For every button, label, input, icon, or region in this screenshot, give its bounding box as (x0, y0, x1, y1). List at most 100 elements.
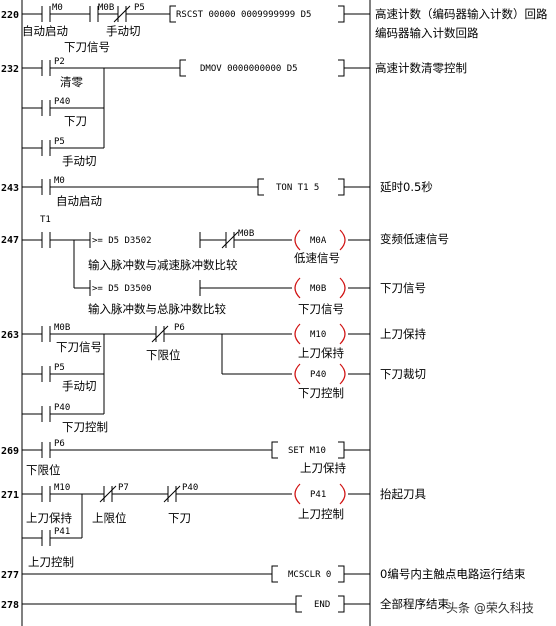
rung-271: 271 M10 上刀保持 P41 上刀控制 P7 上限位 P40 下刀 (1, 483, 426, 569)
wire (338, 5, 345, 23)
wire (271, 565, 278, 583)
output-coil[interactable] (294, 483, 346, 505)
diagram-label: >= D5 D3500 (92, 284, 152, 294)
contact-no[interactable] (41, 100, 51, 116)
wire (338, 59, 345, 77)
rung-263: 263 M0B 下刀信号 P5 手动切 P40 下刀控制 P6 下限位 (1, 323, 426, 434)
output-coil[interactable] (294, 229, 346, 251)
diagram-label: 自动启动 (56, 194, 102, 208)
wire (295, 595, 302, 613)
rung-247: 247 T1 >= D5 D3502 输入脉冲数与减速脉冲数比较 M0B M0A… (1, 215, 449, 316)
diagram-label: M0A (310, 236, 327, 246)
rung-232: 232 P2 清零 P40 下刀 P5 手动切 DMOV 0000000000 … (1, 57, 467, 168)
diagram-label: 下刀 (168, 511, 191, 525)
diagram-label: 269 (1, 446, 19, 457)
contact-no[interactable] (41, 179, 51, 195)
diagram-label: P5 (54, 137, 65, 147)
diagram-label: 下刀信号 (380, 281, 426, 295)
rung-comment: 编码器输入计数回路 (375, 26, 479, 40)
diagram-label: 271 (1, 490, 19, 501)
output-coil[interactable] (294, 323, 346, 345)
diagram-label: 高速计数清零控制 (375, 61, 467, 75)
diagram-label: 下刀信号 (298, 302, 344, 316)
diagram-label: 上刀保持 (26, 511, 72, 525)
contact-no[interactable] (41, 140, 51, 156)
diagram-label: 上刀保持 (380, 327, 426, 341)
rung-278: 278 END 全部程序结束 (1, 595, 449, 613)
diagram-label: 277 (1, 570, 19, 581)
contact-no[interactable] (41, 406, 51, 422)
rung-220: 220 M0 M0B P5 RSCST 00000 0009999999 D5 … (1, 3, 548, 54)
diagram-label: 247 (1, 235, 19, 246)
diagram-label: M0B (310, 284, 326, 294)
diagram-label: 清零 (60, 75, 83, 89)
contact-no[interactable] (41, 366, 51, 382)
diagram-label: 243 (1, 183, 19, 194)
wire (338, 565, 345, 583)
wire (257, 178, 264, 196)
diagram-label: P5 (134, 3, 145, 13)
wire (338, 595, 345, 613)
contact-no[interactable] (41, 530, 51, 546)
diagram-label: 输入脉冲数与减速脉冲数比较 (88, 258, 238, 272)
diagram-label: SET M10 (288, 446, 326, 456)
diagram-label: RSCST 00000 0009999999 D5 (176, 10, 311, 20)
diagram-label: 全部程序结束 (380, 597, 449, 611)
diagram-label: P40 (182, 483, 198, 493)
diagram-label: 上限位 (92, 511, 127, 525)
diagram-label: 下刀信号 (56, 340, 102, 354)
rung-269: 269 P6 下限位 SET M10 上刀保持 (1, 439, 370, 477)
diagram-label: END (314, 600, 330, 610)
contact-no[interactable] (41, 60, 51, 76)
diagram-label: P5 (54, 363, 65, 373)
diagram-label: 下刀控制 (62, 420, 108, 434)
output-coil[interactable] (294, 363, 346, 385)
diagram-label: MCSCLR 0 (288, 570, 331, 580)
diagram-label: 手动切 (106, 24, 141, 38)
diagram-label: 263 (1, 330, 19, 341)
rung-277: 277 MCSCLR 0 0编号内主触点电路运行结束 (1, 565, 526, 583)
diagram-label: 手动切 (62, 154, 97, 168)
step-number: 220 (1, 10, 19, 21)
contact-no[interactable] (41, 486, 51, 502)
contact-no[interactable] (41, 232, 51, 248)
diagram-label: T1 (40, 215, 51, 225)
diagram-label: P2 (54, 57, 65, 67)
diagram-label: 232 (1, 64, 19, 75)
diagram-label: P6 (174, 323, 185, 333)
diagram-label: M0B (98, 3, 114, 13)
diagram-label: 上刀保持 (298, 346, 344, 360)
diagram-label: P7 (118, 483, 129, 493)
contact-no[interactable] (41, 442, 51, 458)
diagram-label: P6 (54, 439, 65, 449)
diagram-label: 278 (1, 600, 19, 611)
diagram-label: 自动启动 (22, 24, 68, 38)
diagram-label: 下限位 (26, 463, 61, 477)
diagram-label: M0 (52, 3, 63, 13)
contact-no[interactable] (41, 326, 51, 342)
contact-no[interactable] (89, 6, 99, 22)
wire (271, 441, 278, 459)
wire (338, 441, 345, 459)
diagram-label: 延时0.5秒 (380, 180, 433, 194)
watermark: 头条 @荣久科技 (446, 601, 534, 615)
diagram-label: M0 (54, 176, 65, 186)
diagram-label: 抬起刀具 (380, 487, 426, 501)
diagram-label: TON T1 5 (276, 183, 319, 193)
output-coil[interactable] (294, 277, 346, 299)
diagram-label: P41 (310, 490, 326, 500)
diagram-label: 下限位 (146, 348, 181, 362)
diagram-label: P41 (54, 527, 70, 537)
diagram-label: 上刀控制 (298, 507, 344, 521)
diagram-label: >= D5 D3502 (92, 236, 152, 246)
diagram-label: 上刀保持 (300, 461, 346, 475)
diagram-label: M10 (54, 483, 70, 493)
diagram-label: 变频低速信号 (380, 232, 449, 246)
rung-comment: 高速计数（编码器输入计数）回路 (375, 7, 548, 21)
diagram-label: 输入脉冲数与总脉冲数比较 (88, 302, 226, 316)
contact-no[interactable] (41, 6, 51, 22)
rung-243: 243 M0 自动启动 TON T1 5 延时0.5秒 (1, 176, 433, 208)
diagram-label: DMOV 0000000000 D5 (200, 64, 298, 74)
diagram-label: M0B (238, 229, 254, 239)
